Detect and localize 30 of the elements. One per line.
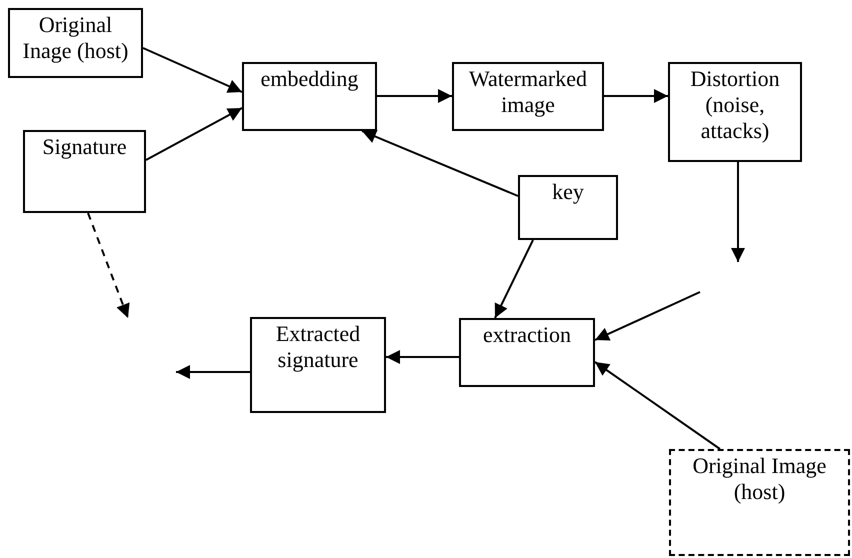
node-label: embedding (260, 66, 358, 92)
node-label: key (552, 179, 584, 205)
node-label: Distortion (noise, attacks) (689, 66, 781, 144)
node-label: Watermarked image (468, 66, 588, 118)
arrow (594, 291, 700, 341)
process-box (8, 8, 143, 78)
arrow (594, 361, 721, 450)
process-box (668, 62, 802, 162)
process-box (242, 62, 377, 131)
node-label: Extracted signature (274, 321, 362, 373)
process-box (452, 62, 604, 131)
process-box (459, 318, 595, 387)
arrow (604, 89, 668, 103)
dashed-box (669, 449, 850, 556)
dashed-arrow (87, 212, 130, 318)
node-label: Original Inage (host) (22, 12, 130, 64)
process-box (250, 317, 386, 413)
arrow (494, 240, 534, 318)
process-box (23, 130, 146, 213)
arrow (386, 350, 459, 364)
arrow (176, 365, 250, 379)
node-label: Signature (42, 134, 127, 160)
node-label: Original Image (host) (692, 453, 828, 505)
arrow (146, 107, 242, 161)
node-label: extraction (483, 322, 571, 348)
arrow (377, 89, 452, 103)
process-box (518, 175, 618, 240)
arrow (142, 47, 242, 93)
arrow (731, 162, 745, 262)
arrow (362, 130, 518, 197)
